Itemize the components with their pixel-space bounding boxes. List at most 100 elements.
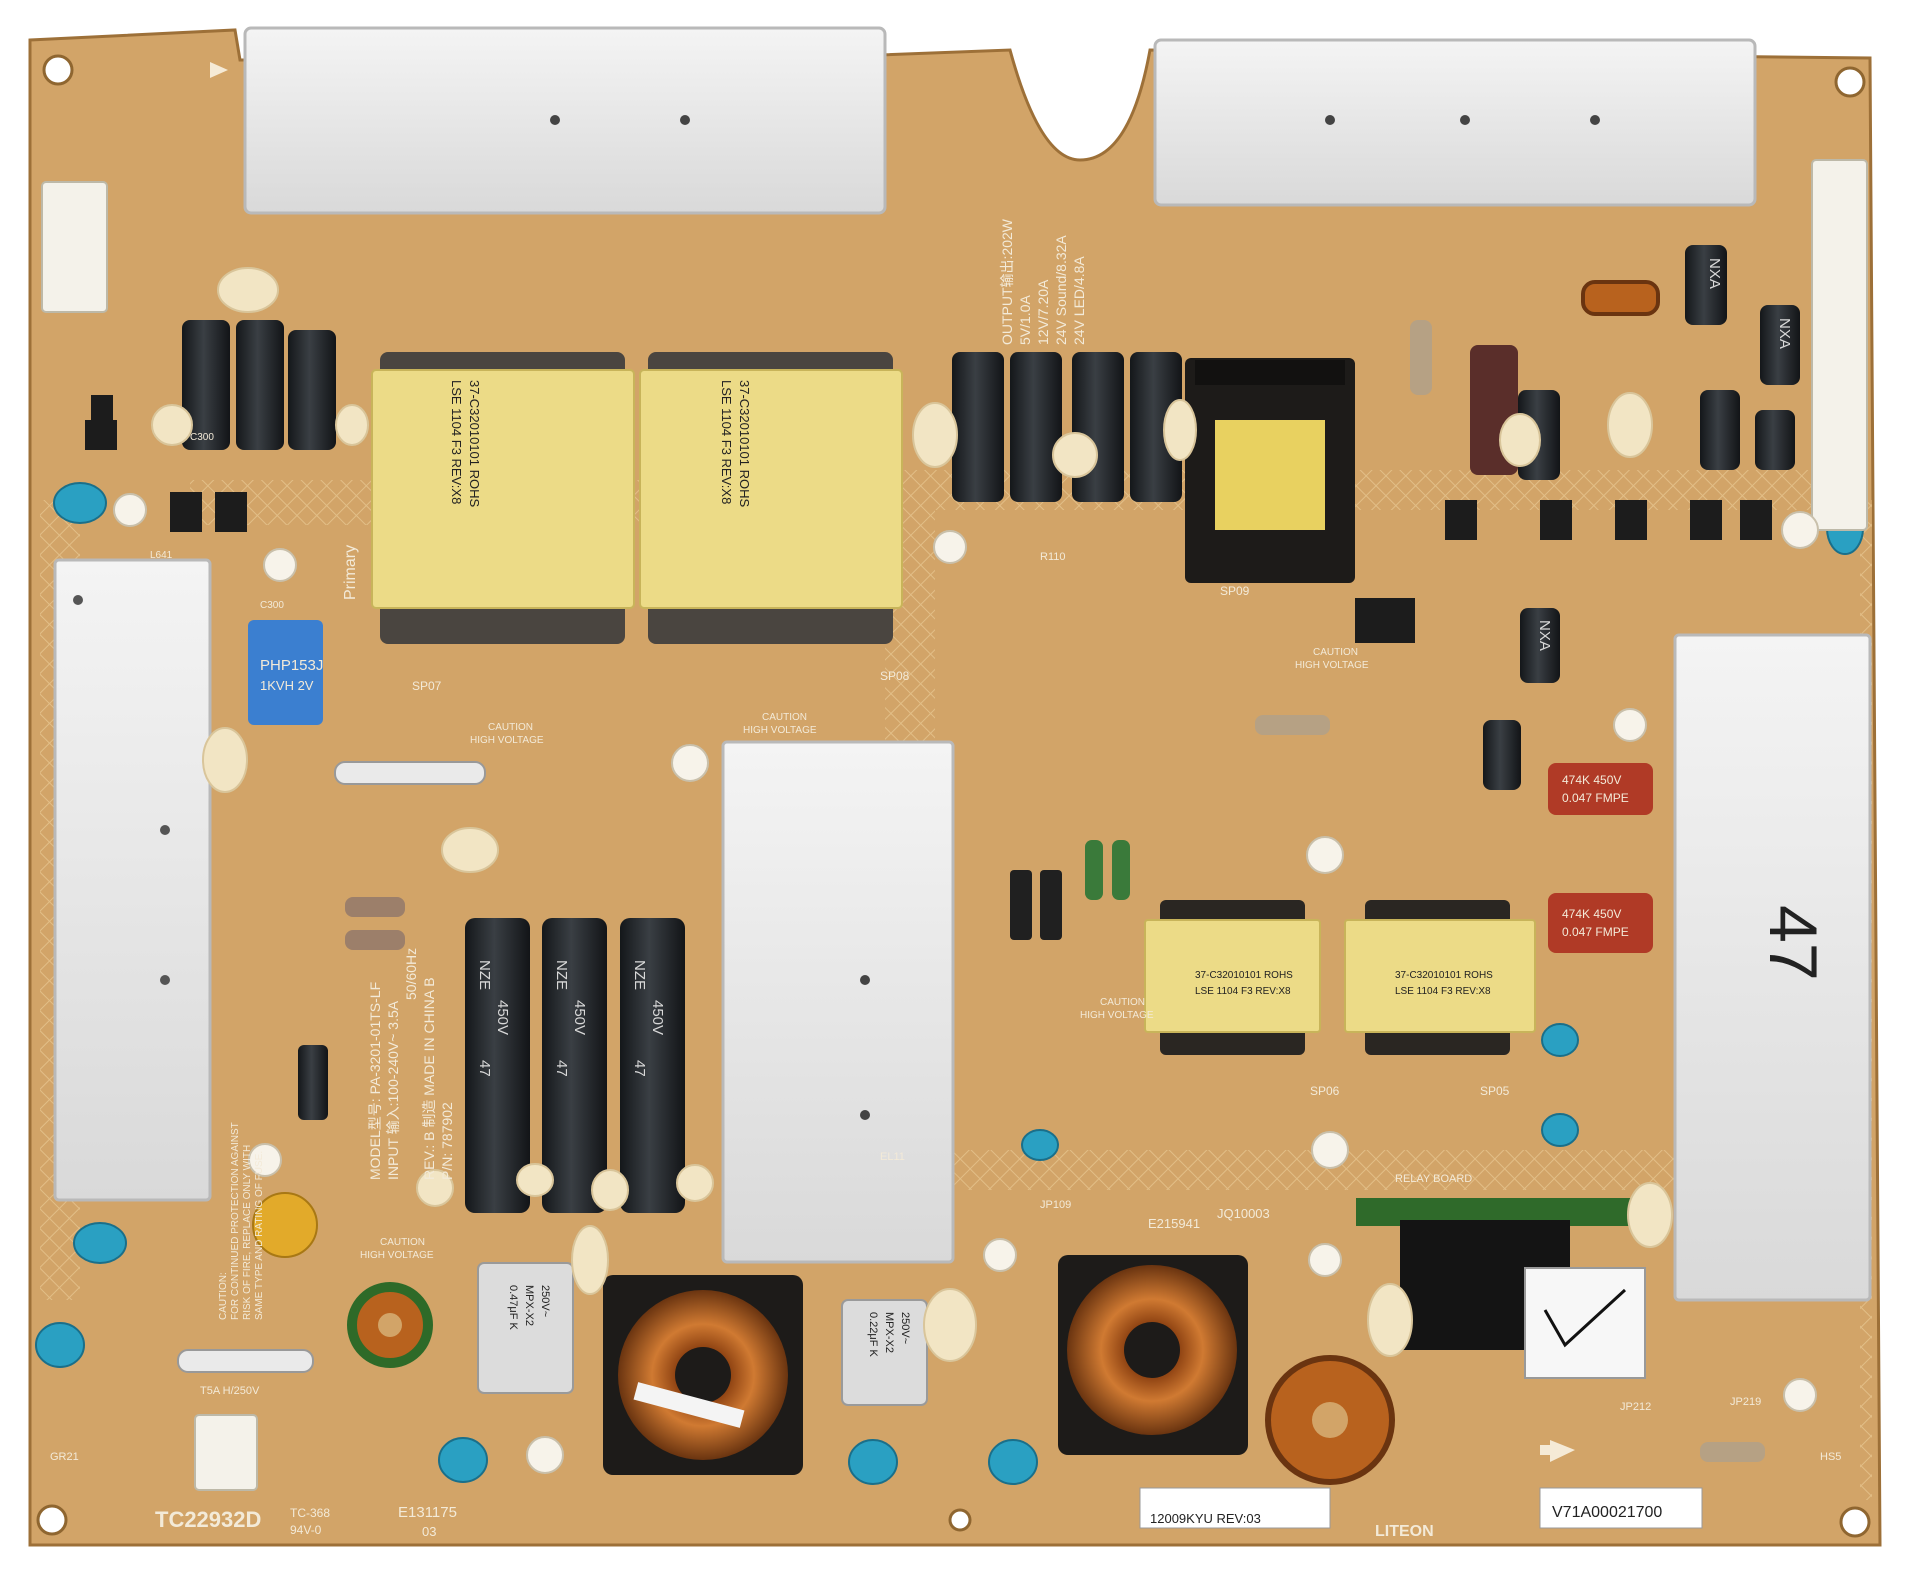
transformer-t100: 37-C32010101 ROHS LSE 1104 F3 REV:X8 — [1344, 900, 1536, 1055]
svg-text:SP09: SP09 — [1220, 584, 1250, 598]
svg-text:R110: R110 — [1040, 551, 1065, 563]
transformer-t101: 37-C32010101 ROHS LSE 1104 F3 REV:X8 — [1144, 900, 1321, 1055]
svg-text:JP219: JP219 — [1730, 1396, 1761, 1408]
serial-sticker: 12009KYU REV:03 — [1139, 1487, 1331, 1529]
board-date-code: 03 — [422, 1524, 436, 1539]
silk-24v-sound: 24V Sound/8.32A — [1053, 235, 1069, 345]
bulk-cap-3: NZE 450V 47 — [620, 918, 685, 1213]
part-sticker: V71A00021700 — [1539, 1487, 1703, 1529]
svg-text:47: 47 — [553, 1060, 570, 1077]
silk-hv-5: HIGH VOLTAGE — [360, 1250, 434, 1261]
heatsink-top-right — [1153, 38, 1757, 207]
svg-text:JP212: JP212 — [1620, 1401, 1651, 1413]
toroid-l005 — [347, 1282, 433, 1368]
t100-lot: LSE 1104 F3 REV:X8 — [1395, 986, 1491, 997]
silk-caution-2: CAUTION — [762, 712, 807, 723]
part-sticker-text: V71A00021700 — [1552, 1504, 1662, 1521]
t101-marking: 37-C32010101 ROHS — [1195, 970, 1293, 981]
resistors — [345, 320, 1765, 1462]
svg-text:NXA: NXA — [1536, 620, 1553, 651]
board-model-code: TC22932D — [155, 1507, 261, 1532]
silk-pn: P/N: 787902 — [439, 1102, 455, 1180]
svg-text:L641: L641 — [150, 550, 173, 561]
bulk-capacitors: NZE 450V 47 NZE 450V 47 NZE 450V 47 — [465, 918, 685, 1213]
transformer-t302: 37-C32010101 ROHS LSE 1104 F3 REV:X8 — [639, 352, 903, 644]
svg-text:47: 47 — [476, 1060, 493, 1077]
silk-5v: 5V/1.0A — [1017, 295, 1033, 345]
silk-rev: REV.: B 制造 MADE IN CHINA B — [421, 977, 437, 1180]
t302-marking: 37-C32010101 ROHS — [737, 380, 752, 508]
relay-board-label: RELAY BOARD — [1395, 1173, 1472, 1185]
glue-blobs — [151, 267, 1673, 1362]
mounting-holes — [36, 54, 1871, 1538]
silk-hv-3: HIGH VOLTAGE — [1295, 660, 1369, 671]
svg-text:HS5: HS5 — [1820, 1451, 1841, 1463]
common-mode-choke-l001 — [603, 1275, 803, 1475]
t302-lot: LSE 1104 F3 REV:X8 — [719, 380, 734, 504]
serial-sticker-text: 12009KYU REV:03 — [1150, 1511, 1261, 1526]
toroid-l003 — [1265, 1355, 1395, 1485]
direction-arrows — [210, 62, 1575, 1462]
silk-ul-cert: E215941 — [1148, 1216, 1200, 1231]
common-mode-choke-l002 — [1058, 1255, 1248, 1455]
heatsink-right — [1673, 633, 1872, 1302]
relay-board: RELAY BOARD — [1356, 1173, 1646, 1379]
handwritten-mark: 47 — [1755, 905, 1831, 981]
svg-text:C300: C300 — [190, 432, 214, 443]
svg-text:474K 450V: 474K 450V — [1562, 907, 1621, 921]
x2-cap-2: 0.22μF K MPX-X2 250V~ — [841, 1299, 928, 1406]
svg-text:NXA: NXA — [1776, 318, 1793, 349]
silk-caution-1: CAUTION — [488, 722, 533, 733]
film-cap-c005: 474K 450V 0.047 FMPE — [1548, 893, 1653, 953]
svg-text:0.47μF K: 0.47μF K — [507, 1285, 519, 1331]
svg-text:1KVH 2V: 1KVH 2V — [260, 678, 314, 693]
connectors — [41, 159, 1868, 1491]
bulk-cap-2: NZE 450V 47 — [542, 918, 607, 1213]
silk-output: OUTPUT输出:202W — [999, 218, 1015, 345]
silk-caution-5: CAUTION — [380, 1237, 425, 1248]
t301-lot: LSE 1104 F3 REV:X8 — [449, 380, 464, 504]
varistor-rv001 — [252, 1192, 318, 1258]
svg-text:450V: 450V — [571, 1000, 588, 1035]
t101-lot: LSE 1104 F3 REV:X8 — [1195, 986, 1291, 997]
board-markings: TC22932D TC-368 94V-0 E131175 03 LITEON — [155, 1504, 1434, 1540]
svg-text:0.22μF K: 0.22μF K — [867, 1312, 879, 1358]
board-tc-code: TC-368 — [290, 1506, 330, 1520]
svg-text:0.047 FMPE: 0.047 FMPE — [1562, 925, 1629, 939]
coil-l334 — [1581, 280, 1660, 316]
svg-text:47: 47 — [631, 1060, 648, 1077]
svg-text:PHP153J: PHP153J — [260, 657, 323, 674]
silk-primary: Primary — [342, 545, 359, 600]
svg-text:EL11: EL11 — [880, 1151, 905, 1163]
t301-marking: 37-C32010101 ROHS — [467, 380, 482, 508]
svg-text:NZE: NZE — [476, 960, 493, 990]
svg-text:JP109: JP109 — [1040, 1199, 1071, 1211]
silkscreen-text: MODEL型号: PA-3201-01TS-LF INPUT 输入:100-24… — [50, 218, 1841, 1463]
svg-text:MPX-X2: MPX-X2 — [523, 1285, 535, 1326]
fuse-rating: T5A H/250V — [200, 1385, 260, 1397]
svg-text:CAUTION:: CAUTION: — [218, 1272, 229, 1320]
board-manufacturer: LITEON — [1375, 1523, 1434, 1540]
silk-jqa: JQ10003 — [1217, 1206, 1270, 1221]
svg-text:NZE: NZE — [631, 960, 648, 990]
board-rating: 94V-0 — [290, 1523, 322, 1537]
film-cap-c006: 474K 450V 0.047 FMPE — [1548, 763, 1653, 815]
heatsink-top-left — [243, 26, 887, 215]
t100-marking: 37-C32010101 ROHS — [1395, 970, 1493, 981]
silk-input: INPUT 输入:100-240V~ 3.5A — [385, 1000, 401, 1180]
heatsink-left — [53, 558, 212, 1202]
svg-text:C300: C300 — [260, 600, 284, 611]
silk-caution-4: CAUTION — [1100, 997, 1145, 1008]
small-ics — [85, 395, 1772, 643]
silk-caution-3: CAUTION — [1313, 647, 1358, 658]
svg-text:250V~: 250V~ — [539, 1285, 551, 1317]
silk-model: MODEL型号: PA-3201-01TS-LF — [367, 982, 383, 1180]
transformer-t301: 37-C32010101 ROHS LSE 1104 F3 REV:X8 — [371, 352, 635, 644]
svg-text:450V: 450V — [494, 1000, 511, 1035]
silk-hv-2: HIGH VOLTAGE — [743, 725, 817, 736]
svg-text:SP06: SP06 — [1310, 1084, 1340, 1098]
blue-cap-c300: PHP153J 1KVH 2V — [248, 620, 323, 725]
svg-text:RISK OF FIRE, REPLACE ONLY WIT: RISK OF FIRE, REPLACE ONLY WITH — [242, 1145, 253, 1320]
svg-text:GR21: GR21 — [50, 1451, 79, 1463]
